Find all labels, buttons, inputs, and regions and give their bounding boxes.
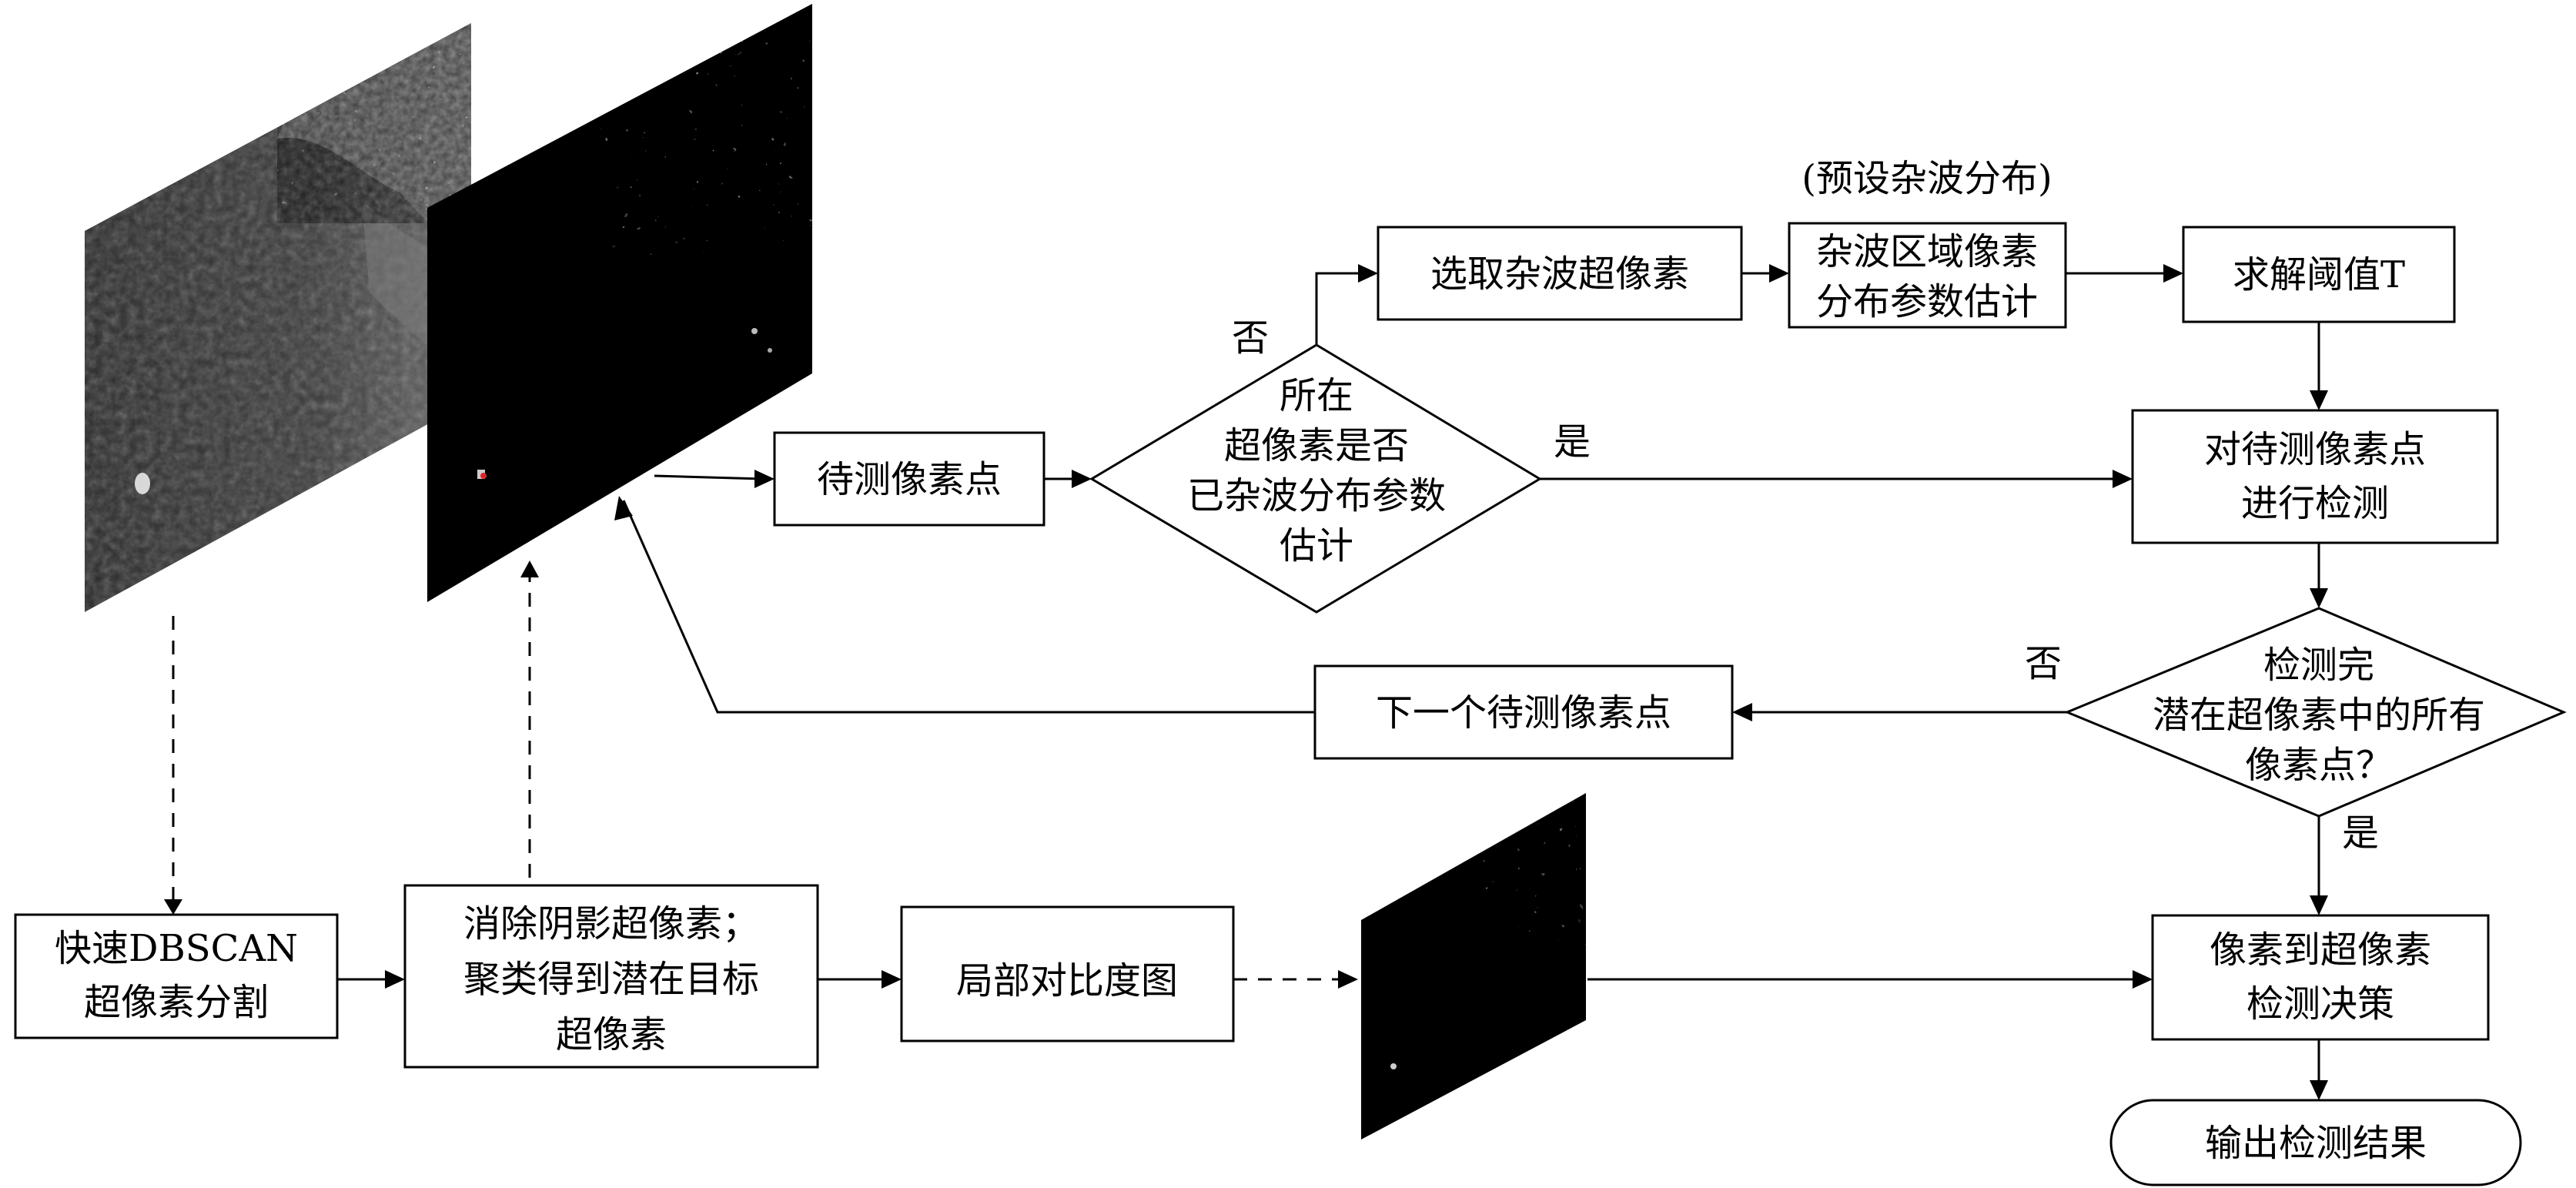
solve-threshold-label: 求解阈值T <box>2233 253 2405 296</box>
edge-next-to-image <box>622 500 1315 714</box>
edge-label-yes-bottom: 是 <box>2342 812 2379 855</box>
arrowhead <box>1338 970 1358 989</box>
box-pixel-to-test: 待测像素点 <box>773 431 1045 527</box>
box-param-estimation: 杂波区域像素 分布参数估计 <box>1788 222 2067 329</box>
arrowhead <box>2113 470 2133 488</box>
remove-shadow-line2: 聚类得到潜在目标 <box>463 958 759 1001</box>
sar-local-contrast-image <box>1361 793 1586 1139</box>
pixel-to-superpixel-line2: 检测决策 <box>2246 982 2394 1026</box>
remove-shadow-line1: 消除阴影超像素； <box>463 902 759 945</box>
next-pixel-label: 下一个待测像素点 <box>1376 691 1671 735</box>
fast-dbscan-line1: 快速DBSCAN <box>55 927 298 970</box>
box-local-contrast: 局部对比度图 <box>900 905 1235 1042</box>
sar-original-image <box>85 23 471 612</box>
arrowhead <box>614 496 633 520</box>
arrowhead <box>1769 264 1789 283</box>
fast-dbscan-line2: 超像素分割 <box>84 981 269 1024</box>
pixel-to-test-label: 待测像素点 <box>817 458 1002 501</box>
box-select-clutter: 选取杂波超像素 <box>1377 226 1743 321</box>
decision-estimated: 所在 超像素是否 已杂波分布参数 估计 <box>1089 343 1542 614</box>
local-contrast-label: 局部对比度图 <box>956 959 1178 1002</box>
arrowhead <box>1732 703 1752 721</box>
edge-label-no-loop: 否 <box>2025 642 2062 685</box>
terminal-output-result: 输出检测结果 <box>2109 1099 2522 1186</box>
arrowhead <box>882 970 902 989</box>
preset-clutter-note: (预设杂波分布) <box>1802 157 2052 200</box>
remove-shadow-line3: 超像素 <box>556 1013 667 1056</box>
arrowhead <box>164 899 182 915</box>
box-fast-dbscan: 快速DBSCAN 超像素分割 <box>14 913 339 1039</box>
select-clutter-label: 选取杂波超像素 <box>1430 253 1689 296</box>
box-solve-threshold: 求解阈值T <box>2182 226 2456 323</box>
output-result-label: 输出检测结果 <box>2205 1122 2427 1165</box>
detect-pixel-line1: 对待测像素点 <box>2204 428 2426 471</box>
arrowhead <box>754 470 774 488</box>
decision-estimated-line3: 已杂波分布参数 <box>1187 474 1446 517</box>
arrowhead <box>2310 1080 2328 1100</box>
decision-done-line1: 检测完 <box>2263 644 2374 687</box>
decision-done: 检测完 潜在超像素中的所有 像素点？ <box>2064 607 2567 818</box>
decision-estimated-line4: 估计 <box>1280 524 1353 567</box>
connectors <box>164 264 2328 1100</box>
param-estimation-line2: 分布参数估计 <box>1816 280 2038 323</box>
arrowhead <box>2133 970 2153 989</box>
arrowhead <box>2310 390 2328 410</box>
box-detect-pixel: 对待测像素点 进行检测 <box>2131 409 2499 544</box>
decision-done-line3: 像素点？ <box>2245 744 2393 787</box>
arrowhead <box>1358 264 1378 283</box>
decision-estimated-line2: 超像素是否 <box>1224 424 1409 467</box>
arrowhead <box>520 561 539 577</box>
box-pixel-to-superpixel: 像素到超像素 检测决策 <box>2151 914 2490 1041</box>
preset-clutter-label: (预设杂波分布) <box>1802 157 2052 200</box>
edge-image-to-pixel <box>654 474 763 480</box>
edge-decision-no-to-select <box>1315 272 1364 345</box>
detect-pixel-line2: 进行检测 <box>2241 482 2389 525</box>
arrowhead <box>2163 264 2183 283</box>
edge-label-yes-mid: 是 <box>1554 420 1591 463</box>
decision-done-line2: 潜在超像素中的所有 <box>2153 694 2485 737</box>
param-estimation-line1: 杂波区域像素 <box>1816 230 2038 273</box>
decision-estimated-line1: 所在 <box>1280 374 1353 417</box>
edge-label-no-top: 否 <box>1232 316 1269 360</box>
arrowhead <box>2310 588 2328 608</box>
box-next-pixel: 下一个待测像素点 <box>1313 664 1734 760</box>
arrowhead <box>385 970 405 989</box>
arrowhead <box>2310 895 2328 915</box>
box-remove-shadow: 消除阴影超像素； 聚类得到潜在目标 超像素 <box>403 884 819 1069</box>
arrowhead <box>1072 470 1092 488</box>
pixel-to-superpixel-line1: 像素到超像素 <box>2210 929 2431 972</box>
